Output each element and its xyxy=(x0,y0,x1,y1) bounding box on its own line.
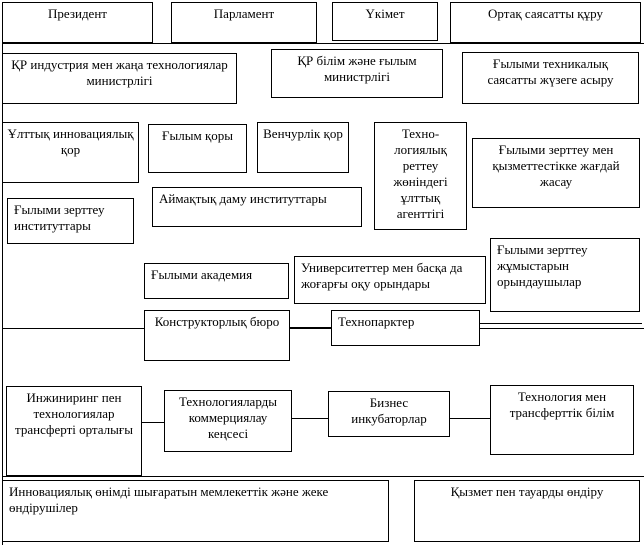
president-box: Президент xyxy=(2,2,153,43)
engineering-centers-box: Инжиниринг пен технологиялар трансферті … xyxy=(6,386,142,476)
sci-tech-policy-label: Ғылыми техникалық саясатты жүзеге асыру xyxy=(487,56,614,87)
regional-institutes-box: Аймақтық даму институттары xyxy=(152,187,362,227)
research-institutes-box: Ғылыми зерттеу институттары xyxy=(7,198,134,244)
science-fund-label: Ғылым қоры xyxy=(162,128,233,143)
business-incubators-box: Бизнес инкубаторлар xyxy=(328,391,450,437)
education-ministry-box: ҚР білім және ғылым министрлігі xyxy=(271,49,443,98)
left-border-line xyxy=(2,2,3,545)
level-line-3 xyxy=(2,476,644,477)
connector-technopark-right xyxy=(480,323,642,324)
sci-tech-policy-box: Ғылыми техникалық саясатты жүзеге асыру xyxy=(462,52,639,104)
connector-engineering-office xyxy=(142,422,164,423)
tech-agency-box: Техно-логиялық реттеу жөніндегі ұлттық а… xyxy=(374,122,467,230)
research-conditions-box: Ғылыми зерттеу мен қызметтестікке жағдай… xyxy=(472,138,640,208)
producers-label: Инновациялық өнімді шығаратын мемлекетті… xyxy=(9,484,329,515)
academy-label: Ғылыми академия xyxy=(151,267,253,282)
connector-incubators-transfer xyxy=(450,418,490,419)
tech-transfer-label: Технология мен трансферттік білім xyxy=(509,389,615,420)
commercialization-office-label: Технологияларды коммерциялау кеңсесі xyxy=(178,394,278,441)
government-label: Үкімет xyxy=(365,6,405,21)
producers-box: Инновациялық өнімді шығаратын мемлекетті… xyxy=(2,480,389,542)
common-policy-label: Ортақ саясатты құру xyxy=(488,6,603,21)
universities-label: Университеттер мен басқа да жоғарғы оқу … xyxy=(301,260,463,291)
commercialization-office-box: Технологияларды коммерциялау кеңсесі xyxy=(164,390,292,452)
research-performers-label: Ғылыми зерттеу жұмыстарын орындаушылар xyxy=(497,242,588,289)
research-conditions-label: Ғылыми зерттеу мен қызметтестікке жағдай… xyxy=(492,142,620,189)
engineering-centers-label: Инжиниринг пен технологиялар трансферті … xyxy=(15,390,133,437)
level-line-1 xyxy=(2,43,644,44)
regional-institutes-label: Аймақтық даму институттары xyxy=(159,191,327,206)
industry-ministry-label: ҚР индустрия мен жаңа технологиялар мини… xyxy=(11,57,228,88)
parliament-label: Парламент xyxy=(213,6,275,21)
venture-fund-box: Венчурлік қор xyxy=(257,122,349,173)
research-institutes-label: Ғылыми зерттеу институттары xyxy=(14,202,105,233)
tech-transfer-box: Технология мен трансферттік білім xyxy=(490,385,634,455)
universities-box: Университеттер мен басқа да жоғарғы оқу … xyxy=(294,256,486,304)
innovation-fund-box: Ұлттық инновациялық қор xyxy=(2,122,139,183)
parliament-box: Парламент xyxy=(171,2,317,43)
technopark-box: Технопарктер xyxy=(331,310,480,346)
business-incubators-label: Бизнес инкубаторлар xyxy=(351,395,427,426)
common-policy-box: Ортақ саясатты құру xyxy=(450,2,641,43)
production-box: Қызмет пен тауарды өндіру xyxy=(414,480,640,542)
tech-agency-label: Техно-логиялық реттеу жөніндегі ұлттық а… xyxy=(393,126,448,221)
design-bureau-box: Конструкторлық бюро xyxy=(144,310,290,361)
production-label: Қызмет пен тауарды өндіру xyxy=(450,484,604,499)
education-ministry-label: ҚР білім және ғылым министрлігі xyxy=(297,53,417,84)
academy-box: Ғылыми академия xyxy=(144,263,289,299)
level-line-2 xyxy=(2,328,644,329)
innovation-fund-label: Ұлттық инновациялық қор xyxy=(7,126,134,157)
connector-office-incubators xyxy=(292,418,328,419)
science-fund-box: Ғылым қоры xyxy=(148,124,247,173)
connector-bureau-technopark xyxy=(290,327,331,328)
design-bureau-label: Конструкторлық бюро xyxy=(154,314,280,329)
research-performers-box: Ғылыми зерттеу жұмыстарын орындаушылар xyxy=(490,238,640,312)
technopark-label: Технопарктер xyxy=(338,314,415,329)
venture-fund-label: Венчурлік қор xyxy=(263,126,343,141)
government-box: Үкімет xyxy=(332,2,438,41)
industry-ministry-box: ҚР индустрия мен жаңа технологиялар мини… xyxy=(2,53,237,104)
president-label: Президент xyxy=(48,6,107,21)
